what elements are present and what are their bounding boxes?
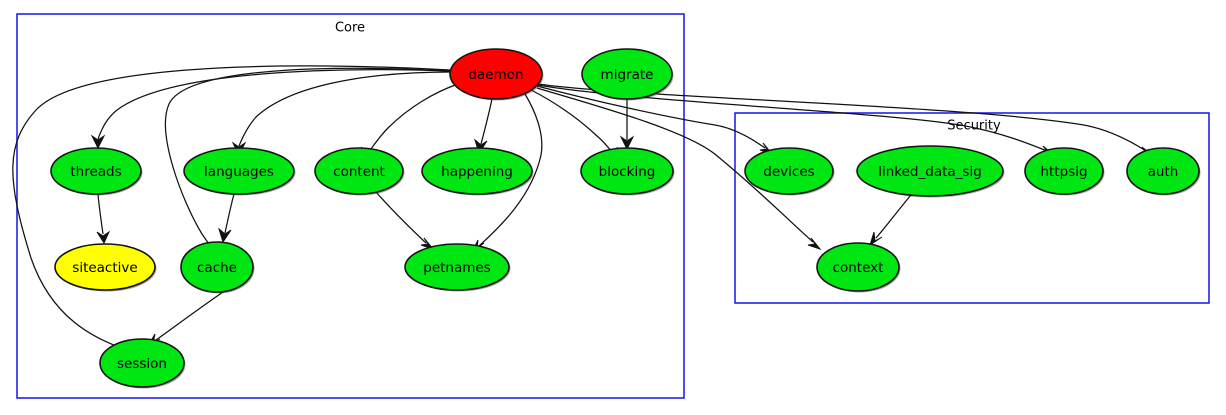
edge-line [12,65,451,349]
node-shape-content[interactable] [314,147,404,195]
node-shape-auth[interactable] [1126,147,1200,195]
node-linked_data_sig[interactable]: linked_data_sig [856,145,1005,198]
node-shape-devices[interactable] [744,147,834,195]
edge-line [224,193,235,234]
edge-content-to-petnames[interactable] [375,191,435,251]
edge-threads-to-siteactive[interactable] [96,193,111,245]
node-shape-session[interactable] [99,338,185,388]
arrowhead-icon [218,227,232,244]
node-blocking[interactable]: blocking [580,147,675,196]
arrowhead-icon [807,237,822,251]
arrowhead-icon [96,230,111,245]
node-shape-siteactive[interactable] [54,243,156,291]
node-shape-context[interactable] [816,242,900,292]
node-shape-cache[interactable] [180,241,254,293]
node-httpsig[interactable]: httpsig [1024,147,1105,196]
node-petnames[interactable]: petnames [404,243,511,292]
edges-layer [12,65,1155,355]
node-shape-happening[interactable] [421,147,533,195]
edge-line [480,98,493,145]
node-shape-linked_data_sig[interactable] [856,145,1004,197]
edge-hit-area[interactable] [239,72,451,146]
node-languages[interactable]: languages [183,147,296,196]
node-shape-threads[interactable] [50,147,142,195]
node-shape-migrate[interactable] [581,48,673,100]
arrowhead-icon [90,134,106,150]
edge-hit-area[interactable] [156,290,226,340]
node-shape-languages[interactable] [183,147,295,195]
edge-daemon-to-happening[interactable] [474,98,493,155]
edge-daemon-to-languages[interactable] [231,71,452,157]
edge-migrate-to-blocking[interactable] [619,99,635,151]
edge-line [478,93,543,247]
cluster-label-security: Security [947,119,1001,134]
edge-hit-area[interactable] [368,84,458,153]
cluster-border-security [734,112,1210,304]
edge-line [536,87,814,243]
nodes-layer: daemon migrate threads languages content happ… [50,48,1201,389]
node-shape-petnames[interactable] [404,243,510,291]
node-happening[interactable]: happening [421,147,534,196]
cluster-label-core: Core [335,21,365,36]
edge-daemon-to-context[interactable] [536,87,822,251]
edge-line [97,69,453,140]
edge-line [530,89,613,153]
edge-linked_data_sig-to-context[interactable] [869,194,912,247]
node-session[interactable]: session [99,338,186,389]
edge-hit-area[interactable] [98,194,103,234]
edge-line [875,194,912,239]
node-shape-daemon[interactable] [449,48,543,100]
node-threads[interactable]: threads [50,147,143,196]
edge-hit-area[interactable] [876,195,911,238]
edge-daemon-to-threads[interactable] [90,69,453,150]
edge-line [367,83,459,154]
cluster-security: Security [734,112,1210,304]
node-content[interactable]: content [314,147,405,196]
edge-line [155,289,227,341]
node-siteactive[interactable]: siteactive [54,243,157,292]
edge-hit-area[interactable] [225,194,234,233]
node-context[interactable]: context [816,242,901,293]
edge-line [97,193,104,235]
node-daemon[interactable]: daemon [449,48,544,101]
node-devices[interactable]: devices [744,147,835,196]
edge-languages-to-cache[interactable] [218,193,235,244]
edge-hit-area[interactable] [481,99,492,144]
edge-line [536,85,766,149]
node-migrate[interactable]: migrate [581,48,674,101]
node-auth[interactable]: auth [1126,147,1201,196]
edge-cache-to-session[interactable] [146,289,227,348]
node-shape-blocking[interactable] [580,147,674,195]
node-shape-httpsig[interactable] [1024,147,1104,195]
edge-line [238,71,452,147]
edge-line [164,67,452,251]
edge-line [375,191,427,244]
arrowhead-icon [619,135,635,151]
node-cache[interactable]: cache [180,241,255,294]
edge-hit-area[interactable] [376,192,426,243]
arrowhead-icon [869,231,883,247]
arrowhead-icon [420,237,435,251]
